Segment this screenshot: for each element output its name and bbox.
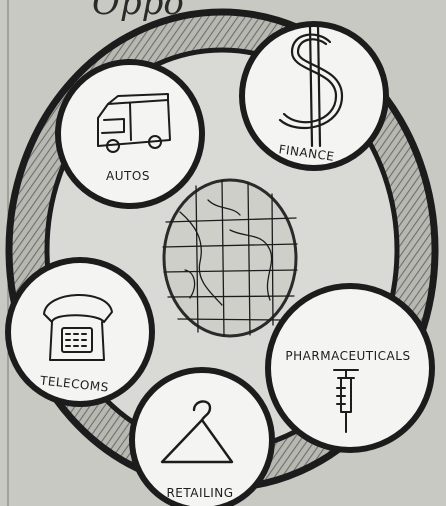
sector-retailing: RETAILING xyxy=(129,367,275,506)
sector-label-retailing: RETAILING xyxy=(166,486,233,500)
sector-finance: FINANCE xyxy=(239,21,389,171)
sector-label-autos: AUTOS xyxy=(106,169,150,183)
globe-map-icon xyxy=(162,178,298,338)
hanger-icon xyxy=(160,400,234,464)
sector-telecoms: TELECOMS xyxy=(5,257,155,407)
sector-pharmaceuticals: PHARMACEUTICALS xyxy=(265,283,435,453)
syringe-icon xyxy=(333,369,359,433)
sector-autos: AUTOS xyxy=(55,59,205,209)
telephone-icon xyxy=(43,294,113,361)
dollar-sign-icon xyxy=(278,24,344,148)
title-fragment: Oppo xyxy=(92,0,184,23)
van-icon xyxy=(97,93,171,153)
sector-label-pharmaceuticals: PHARMACEUTICALS xyxy=(285,349,410,363)
